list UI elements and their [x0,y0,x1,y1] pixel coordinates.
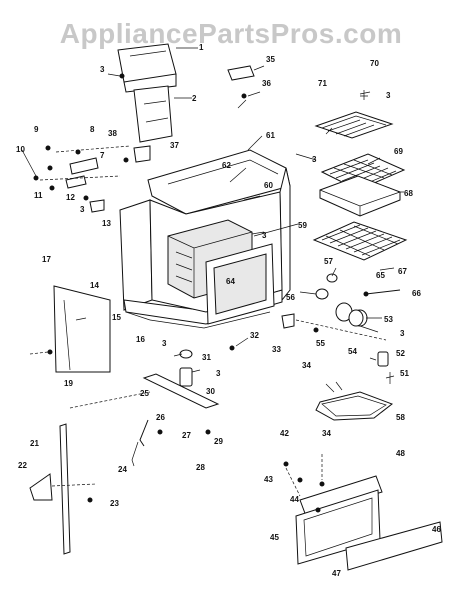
top-rear-panel [117,43,177,93]
callout-69: 69 [394,147,403,156]
callout-3: 3 [162,339,167,348]
callout-35: 35 [266,55,275,64]
callout-12: 12 [66,193,75,202]
trim-strip [29,423,97,555]
oven-body [119,149,291,329]
callout-53: 53 [384,315,393,324]
callout-24: 24 [118,465,127,474]
callout-68: 68 [404,189,413,198]
callout-2: 2 [192,94,197,103]
callout-56: 56 [286,293,295,302]
callout-45: 45 [270,533,279,542]
callout-33: 33 [272,345,281,354]
callout-59: 59 [298,221,307,230]
callout-30: 30 [206,387,215,396]
side-panel [29,285,111,373]
callout-70: 70 [370,59,379,68]
callout-55: 55 [316,339,325,348]
bake-element [315,381,394,421]
callout-3: 3 [312,155,317,164]
callout-26: 26 [156,413,165,422]
callout-23: 23 [110,499,119,508]
callout-3: 3 [386,91,391,100]
callout-labels: 1 2 3 35 36 70 71 3 9 8 38 37 61 3 69 10… [16,43,441,578]
callout-36: 36 [262,79,271,88]
right-small-parts [281,273,401,384]
callout-71: 71 [318,79,327,88]
callout-44: 44 [290,495,299,504]
callout-28: 28 [196,463,205,472]
top-rear-bracket [133,85,173,143]
callout-3: 3 [262,231,267,240]
callout-14: 14 [90,281,99,290]
callout-16: 16 [136,335,145,344]
callout-43: 43 [264,475,273,484]
oven-rack [312,221,408,261]
callout-60: 60 [264,181,273,190]
callout-66: 66 [412,289,421,298]
callout-58: 58 [396,413,405,422]
left-small-parts [33,145,151,213]
broiler-pan [319,175,401,217]
callout-31: 31 [202,353,211,362]
callout-46: 46 [432,525,441,534]
callout-29: 29 [214,437,223,446]
callout-52: 52 [396,349,405,358]
bracket-part [227,65,265,99]
callout-11: 11 [34,191,43,200]
callout-34: 34 [302,361,311,370]
callout-61: 61 [266,131,275,140]
callout-47: 47 [332,569,341,578]
callout-9: 9 [34,125,39,134]
callout-13: 13 [102,219,111,228]
callout-17: 17 [42,255,51,264]
callout-51: 51 [400,369,409,378]
callout-15: 15 [112,313,121,322]
callout-38: 38 [108,129,117,138]
callout-32: 32 [250,331,259,340]
callout-67: 67 [398,267,407,276]
callout-1: 1 [199,43,204,52]
callout-65: 65 [376,271,385,280]
callout-62: 62 [222,161,231,170]
lower-parts [69,345,235,467]
leader-lines [21,73,404,373]
callout-19: 19 [64,379,73,388]
callout-3: 3 [100,65,105,74]
callout-25: 25 [140,389,149,398]
callout-10: 10 [16,145,25,154]
callout-7: 7 [100,151,105,160]
callout-3: 3 [80,205,85,214]
callout-8: 8 [90,125,95,134]
broiler-rack [314,90,394,139]
callout-3: 3 [400,329,405,338]
callout-3: 3 [216,369,221,378]
callout-57: 57 [324,257,333,266]
storage-drawer [283,454,443,571]
callout-34: 34 [322,429,331,438]
callout-42: 42 [280,429,289,438]
callout-48: 48 [396,449,405,458]
callout-22: 22 [18,461,27,470]
callout-64: 64 [226,277,235,286]
screw-part [119,73,125,79]
callout-54: 54 [348,347,357,356]
callout-27: 27 [182,431,191,440]
callout-21: 21 [30,439,39,448]
callout-37: 37 [170,141,179,150]
